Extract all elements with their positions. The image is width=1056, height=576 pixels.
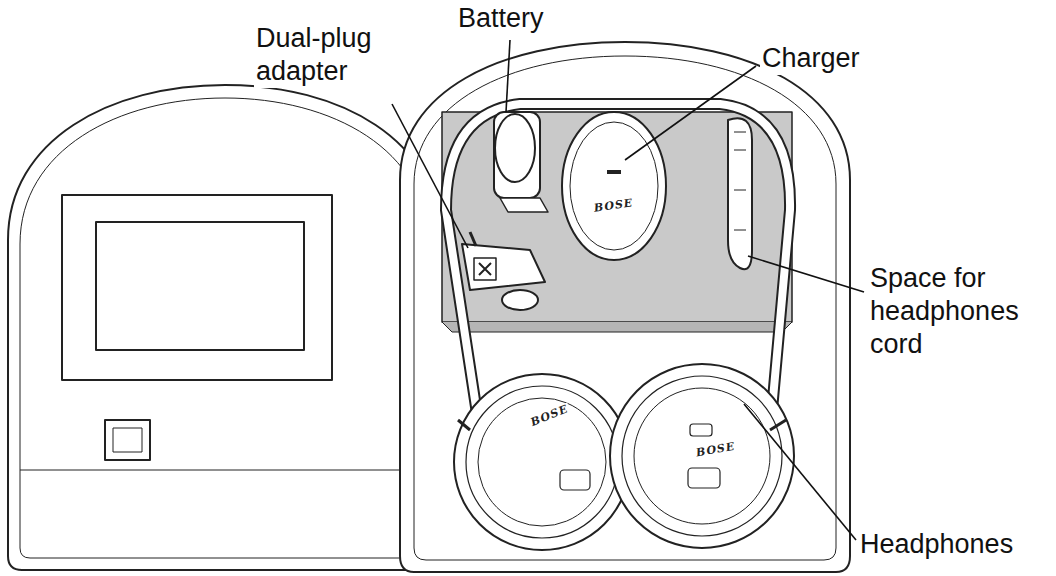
part-label: Charger (760, 42, 862, 75)
part-label: Battery (456, 2, 546, 35)
part-label: Headphones (858, 528, 1015, 561)
leader-lines (392, 40, 864, 540)
part-label: Space for headphones cord (868, 262, 1052, 361)
part-label: Dual-plug adapter (254, 22, 398, 88)
